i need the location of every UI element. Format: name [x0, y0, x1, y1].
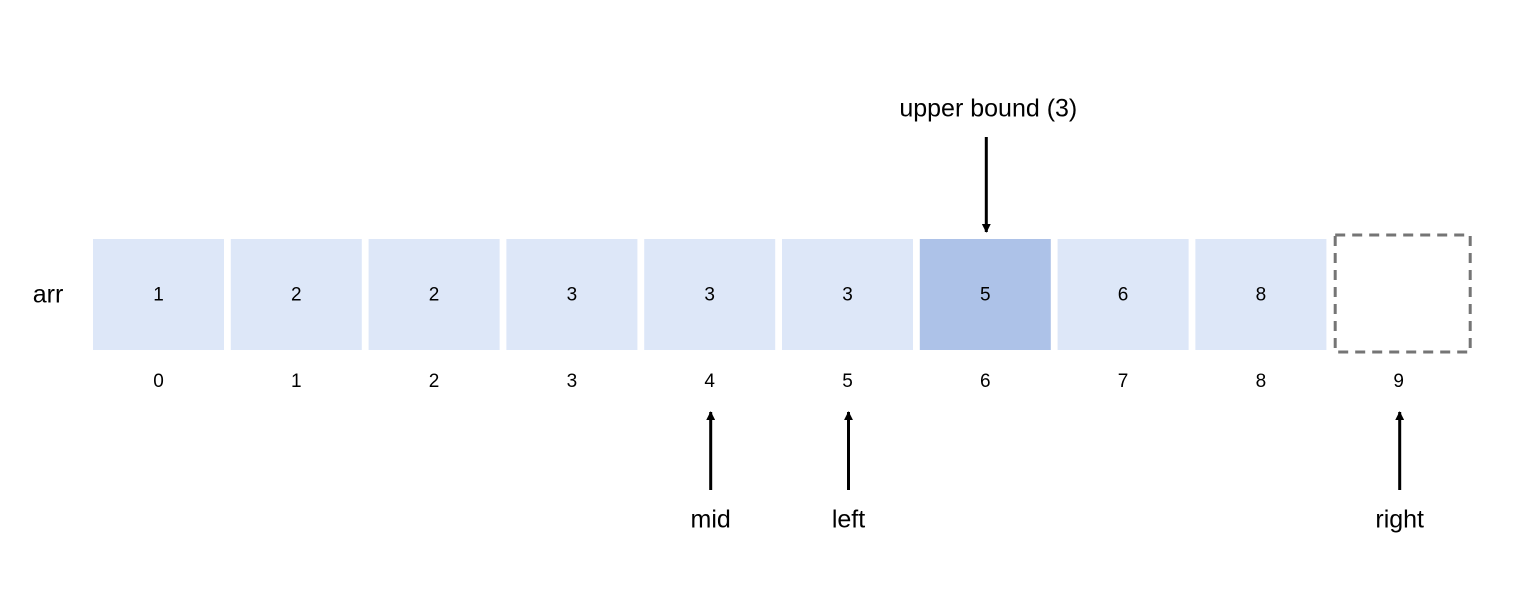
array-index-label: 8 — [1256, 371, 1267, 392]
array-index-label: 9 — [1393, 371, 1404, 392]
array-index-label: 2 — [429, 371, 440, 392]
mid-pointer-label: mid — [691, 506, 731, 534]
array-cells: 1 2 2 3 3 3 5 6 8 — [93, 233, 1472, 354]
array-index-label: 7 — [1118, 371, 1129, 392]
array-cell — [782, 239, 913, 350]
array-cell — [1057, 239, 1189, 350]
array-index-label: 4 — [704, 371, 715, 392]
array-cell — [644, 239, 776, 350]
array-index-label: 5 — [842, 371, 853, 392]
pointers: upper bound (3) mid left right — [691, 95, 1425, 534]
array-index-label: 1 — [291, 371, 302, 392]
array-cell-value: 3 — [567, 285, 578, 306]
array-cell-value: 6 — [1118, 285, 1129, 306]
array-cell — [230, 239, 362, 350]
array-cell — [93, 239, 224, 350]
array-indices: 0 1 2 3 4 5 6 7 8 9 — [153, 371, 1404, 392]
right-pointer-label: right — [1375, 506, 1424, 534]
array-cell-value: 8 — [1256, 285, 1267, 306]
array-cell-value: 5 — [980, 285, 991, 306]
array-index-label: 6 — [980, 371, 991, 392]
array-label: arr — [33, 281, 64, 309]
array-index-label: 3 — [567, 371, 578, 392]
array-index-label: 0 — [153, 371, 164, 392]
array-cell-value: 1 — [153, 285, 164, 306]
array-cell-highlighted — [919, 239, 1051, 350]
empty-slot-cell — [1333, 233, 1472, 354]
upper-bound-label: upper bound (3) — [899, 95, 1077, 123]
array-cell — [1195, 239, 1327, 350]
array-cell — [506, 239, 638, 350]
array-cell-value: 2 — [291, 285, 302, 306]
array-cell-value: 2 — [429, 285, 440, 306]
array-cell-value: 3 — [704, 285, 715, 306]
array-cell-value: 3 — [842, 285, 853, 306]
left-pointer-label: left — [832, 506, 865, 534]
array-cell — [368, 239, 500, 350]
